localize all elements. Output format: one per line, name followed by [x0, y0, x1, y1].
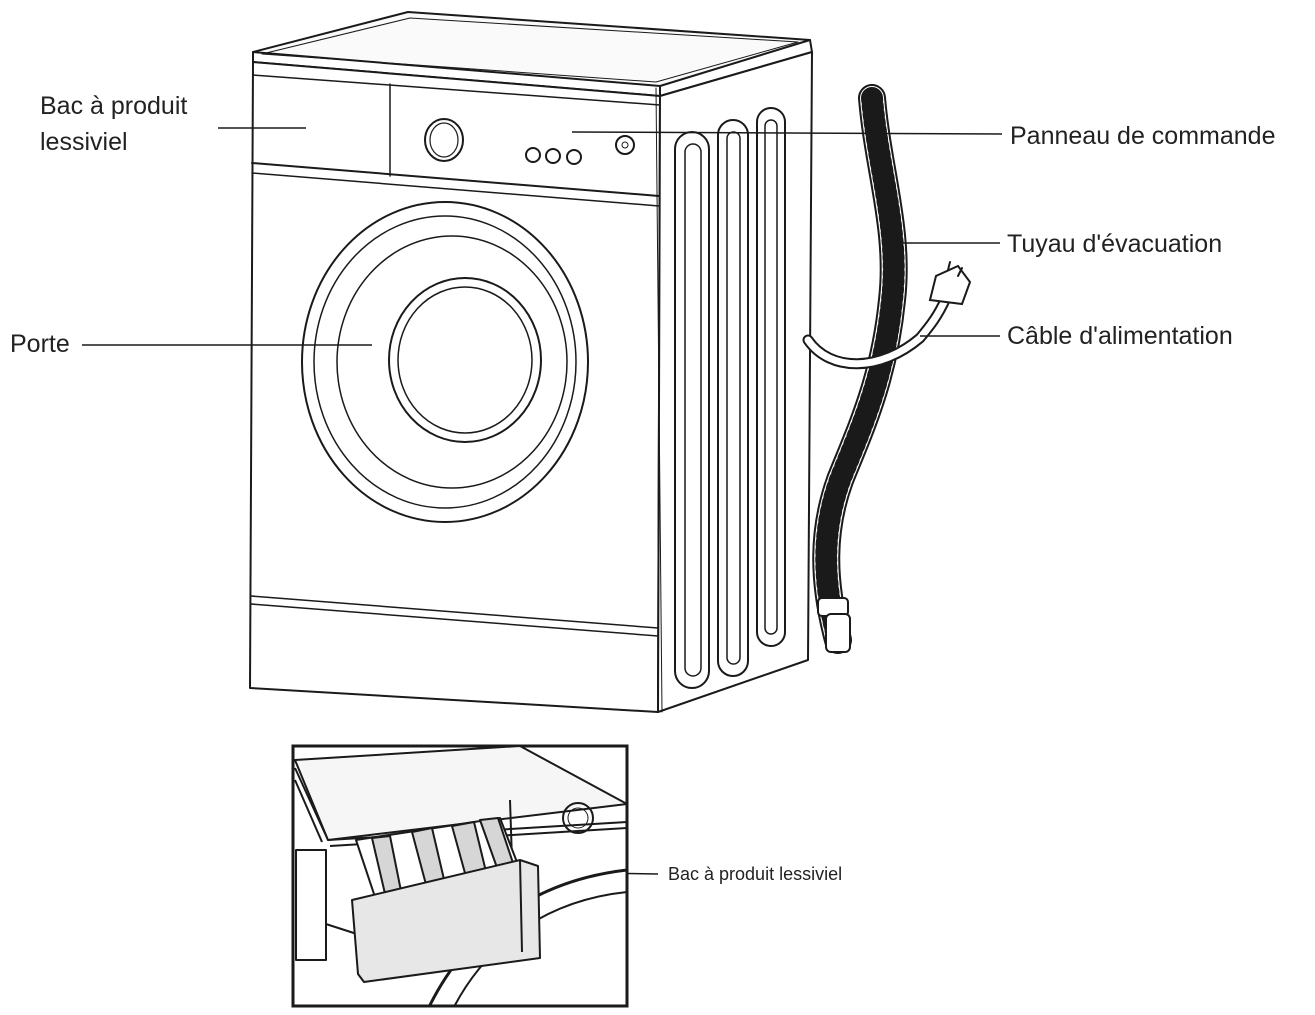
power-plug-icon	[928, 261, 972, 306]
side-rib	[717, 119, 749, 677]
label-detergent-drawer: Bac à produit lessiviel	[40, 92, 188, 156]
power-cable	[802, 261, 972, 370]
machine-side	[657, 51, 813, 713]
control-button	[545, 148, 561, 164]
leader-lines	[82, 127, 1003, 875]
program-knob	[424, 118, 464, 162]
power-button	[615, 135, 635, 155]
washing-machine	[249, 11, 813, 713]
drain-hose	[812, 84, 908, 654]
label-control-panel: Panneau de commande	[1010, 122, 1276, 150]
machine-front	[249, 61, 661, 713]
label-power-cable: Câble d'alimentation	[1007, 322, 1233, 350]
label-drain-hose: Tuyau d'évacuation	[1007, 230, 1223, 258]
door-outer-ring	[301, 201, 589, 523]
control-button	[566, 149, 582, 165]
side-rib	[756, 107, 786, 647]
control-button	[525, 147, 541, 163]
label-inset-detergent-drawer: Bac à produit lessiviel	[668, 864, 843, 884]
label-door: Porte	[10, 330, 70, 358]
inset-detail	[291, 744, 629, 1008]
inset-detergent-drawer	[351, 817, 541, 983]
door-glass	[397, 286, 533, 434]
